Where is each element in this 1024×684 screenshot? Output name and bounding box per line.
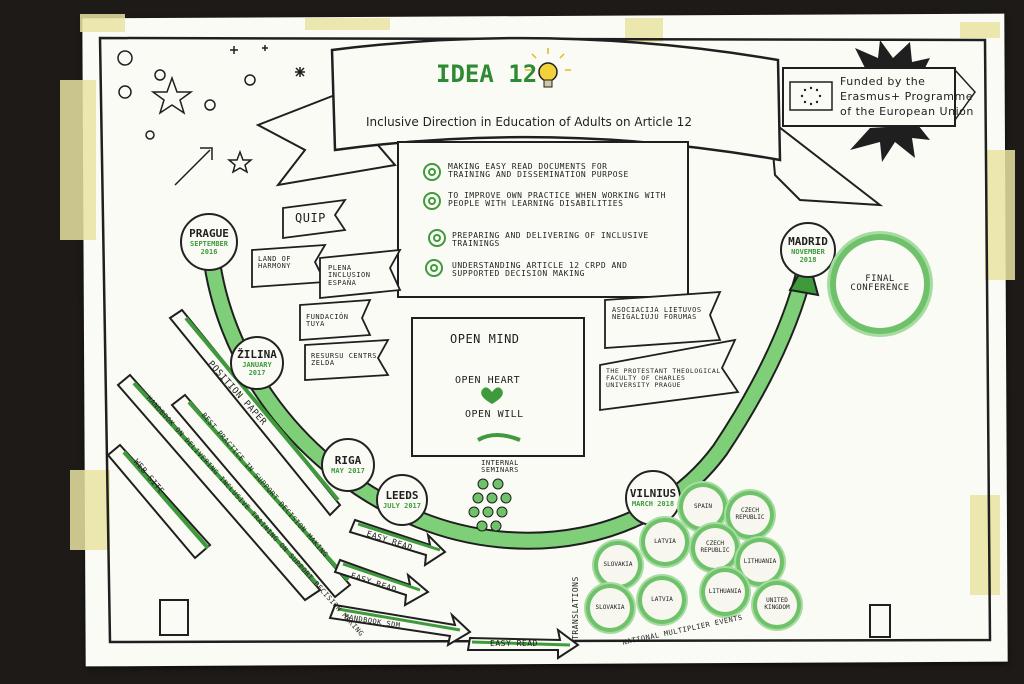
meeting-date: MARCH 2018 xyxy=(631,499,675,508)
star-doodles xyxy=(117,45,305,186)
seminars-label: INTERNAL SEMINARS xyxy=(481,459,519,475)
value-item: OPEN MIND xyxy=(450,332,520,346)
meeting-zilina: ŽILINA JANUARY 2017 xyxy=(230,336,284,390)
country-circle: SLOVAKIA xyxy=(598,545,638,585)
output-easy-read: EASY READ xyxy=(490,639,538,648)
page-subtitle: Inclusive Direction in Education of Adul… xyxy=(366,115,692,129)
partner-flag: Land of Harmony xyxy=(258,255,292,271)
eu-flag-icon xyxy=(800,86,822,106)
country-circle: LITHUANIA xyxy=(740,542,780,582)
tape xyxy=(970,495,1000,595)
meeting-date: JULY 2017 xyxy=(383,501,421,510)
funding-text-line1: Funded by the xyxy=(840,75,926,88)
tape xyxy=(60,80,96,240)
value-item: OPEN HEART xyxy=(455,375,521,386)
goal-item: Making EASY READ documents for training … xyxy=(448,162,629,180)
funding-text-line2: Erasmus+ Programme xyxy=(840,90,973,103)
tape xyxy=(305,18,390,30)
page-title: IDEA 12 xyxy=(436,60,538,88)
meeting-riga: RIGA MAY 2017 xyxy=(321,438,375,492)
meeting-city: VILNIUS xyxy=(629,486,677,500)
country-circle: LITHUANIA xyxy=(705,572,745,612)
meeting-date: SEPTEMBER 2016 xyxy=(190,239,228,256)
partner-flag: Fundación Tuya xyxy=(306,313,349,329)
target-icon xyxy=(423,163,446,277)
partner-flag: The Protestant Theological Faculty of Ch… xyxy=(606,367,721,389)
country-circle: SPAIN xyxy=(683,487,723,527)
meeting-city: LEEDS xyxy=(385,488,419,502)
meeting-prague: PRAGUE SEPTEMBER 2016 xyxy=(180,213,238,271)
goal-item: Understanding ARTICLE 12 CRPD and SUPPOR… xyxy=(452,261,628,279)
meeting-leeds: LEEDS JULY 2017 xyxy=(376,474,428,526)
country-circle: CZECH REPUBLIC xyxy=(695,528,735,568)
tape xyxy=(70,470,110,550)
final-conference: FINAL CONFERENCE xyxy=(836,240,924,328)
meeting-date: NOVEMBER 2018 xyxy=(791,247,825,264)
heart-icon xyxy=(481,387,503,404)
country-circle: LATVIA xyxy=(642,580,682,620)
country-circle: UNITED KINGDOM xyxy=(757,585,797,625)
goal-item: Preparing and delivering of INCLUSIVE TR… xyxy=(452,231,649,249)
country-circle: CZECH REPUBLIC xyxy=(730,495,770,535)
partner-flag: Plena Inclusion España xyxy=(328,264,371,287)
meeting-city: ŽILINA xyxy=(237,347,277,361)
country-circle: LATVIA xyxy=(645,522,685,562)
tape xyxy=(960,22,1000,38)
lightbulb-icon xyxy=(525,48,571,88)
meeting-date: MAY 2017 xyxy=(331,466,365,475)
final-conference-label: FINAL CONFERENCE xyxy=(850,273,910,293)
meeting-madrid: MADRID NOVEMBER 2018 xyxy=(780,222,836,278)
meeting-date: JANUARY 2017 xyxy=(242,360,272,377)
meeting-city: PRAGUE xyxy=(189,226,229,240)
output-translations: TRANSLATIONS xyxy=(571,576,580,640)
partner-flag: Resursu Centrs Zelda xyxy=(311,352,378,368)
tape xyxy=(80,14,125,32)
tape xyxy=(985,150,1015,280)
partner-flag: Asociacija Lietuvos Neigaliuju Forumas xyxy=(612,306,702,322)
meeting-city: MADRID xyxy=(788,234,828,248)
funding-text-line3: of the European Union xyxy=(840,105,974,118)
seminar-dots xyxy=(468,478,512,532)
meeting-city: RIGA xyxy=(334,453,362,467)
country-circle: SLOVAKIA xyxy=(590,588,630,628)
value-item: OPEN WILL xyxy=(465,409,524,420)
partner-flag: QUIP xyxy=(295,211,326,225)
meeting-vilnius: VILNIUS MARCH 2018 xyxy=(625,470,681,526)
goal-item: To IMPROVE own PRACTICE when working wit… xyxy=(448,191,666,209)
